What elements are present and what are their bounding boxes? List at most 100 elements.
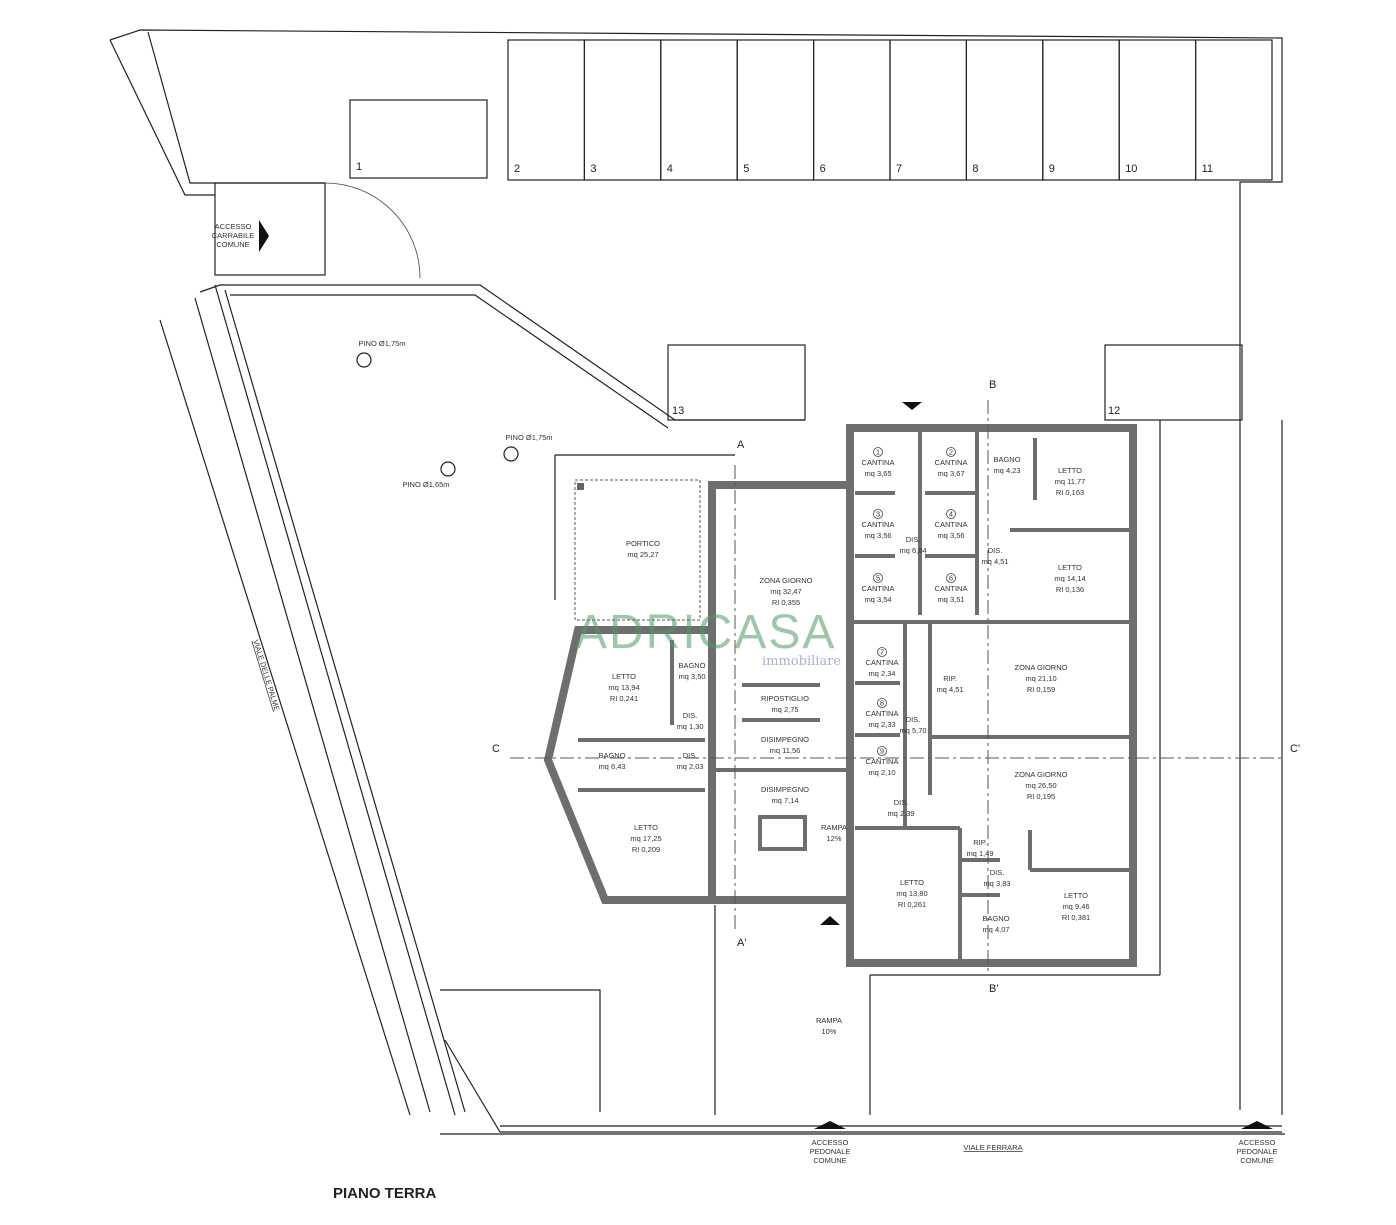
room-name: DIS. (683, 711, 698, 720)
cantina-number-badge (877, 698, 887, 708)
room-area: mq 6,84 (899, 546, 926, 555)
room-area: mq 11,56 (770, 746, 801, 755)
cantina-number: 4 (949, 510, 953, 519)
room-label: DIS.mq 1,30 (676, 711, 703, 731)
room-label: RIPOSTIGLIO mq 2,75 (761, 694, 809, 714)
room-name: BAGNO (598, 751, 625, 760)
arrow-down-icon (902, 402, 922, 410)
room-area: mq 3,50 (678, 672, 705, 681)
parking-number: 3 (590, 163, 596, 175)
room-area: mq 21,10 (1025, 674, 1056, 683)
room-label: DIS. mq 6,84 (899, 535, 926, 555)
room-area: mq 5,70 (899, 726, 926, 735)
room-area: mq 3,51 (937, 595, 964, 604)
tree-icon (356, 352, 372, 368)
room-name: LETTO (634, 823, 658, 832)
parking-spot (1194, 39, 1273, 181)
room-name: DISIMPEGNO (761, 785, 809, 794)
room-area: mq 2,10 (868, 768, 895, 777)
trees: PINO Ø1,75m PINO Ø1,75m PINO Ø1,65m (356, 339, 553, 489)
room-name: CANTINA (862, 458, 895, 467)
tree-icon (440, 461, 456, 477)
gate-swing (324, 182, 421, 279)
room-area: mq 3,65 (864, 469, 891, 478)
parking-spot (583, 39, 662, 181)
parking-spot-13 (667, 344, 806, 421)
room-name: LETTO (612, 672, 636, 681)
room-ri: RI 0,241 (610, 694, 638, 703)
room-name: BAGNO (993, 455, 1020, 464)
cantina-number: 3 (876, 510, 880, 519)
room-area: mq 2,75 (771, 705, 798, 714)
room-name: CANTINA (935, 458, 968, 467)
room-area: mq 14,14 (1054, 574, 1085, 583)
room-ri: RI 0,209 (632, 845, 660, 854)
room-area: mq 4,07 (982, 925, 1009, 934)
room-label: BAGNO mq 4,23 (993, 455, 1020, 475)
room-ri: RI 0,195 (1027, 792, 1055, 801)
room-name: BAGNO (982, 914, 1009, 923)
section-label: A' (737, 937, 746, 949)
arrow-up-icon (820, 916, 840, 925)
room-area: mq 17,25 (630, 834, 661, 843)
room-label: DIS.mq 3,83 (983, 868, 1010, 888)
room-area: mq 32,47 (770, 587, 801, 596)
room-ri: RI 0,159 (1027, 685, 1055, 694)
room-name: RIPOSTIGLIO (761, 694, 809, 703)
parking-number: 7 (896, 163, 902, 175)
tree-label: PINO Ø1,75m (358, 339, 405, 348)
room-area: mq 7,14 (771, 796, 798, 805)
parking-number: 11 (1202, 163, 1213, 175)
cantina-number: 9 (880, 747, 884, 756)
room-area: mq 26,50 (1025, 781, 1056, 790)
room-area: mq 9,46 (1062, 902, 1089, 911)
label-line: PEDONALE (1237, 1147, 1278, 1156)
cantina-number: 1 (876, 448, 880, 457)
parking-spot (1118, 39, 1197, 181)
section-label: C' (1290, 743, 1300, 755)
room-area: mq 2,33 (868, 720, 895, 729)
cantina-number: 5 (876, 574, 880, 583)
room-name: ZONA GIORNO (760, 576, 813, 585)
parking-number: 6 (820, 163, 826, 175)
cantina-number: 7 (880, 648, 884, 657)
room-label: RIP.mq 1,49 (966, 838, 993, 858)
cantina-number-badge (873, 447, 883, 457)
label-line: CARRABILE (212, 231, 255, 240)
parking-spot (965, 39, 1044, 181)
room-label: ZONA GIORNO mq 32,47 RI 0,355 (760, 576, 813, 607)
room-ri: RI 0,355 (772, 598, 800, 607)
room-area: mq 2,39 (887, 809, 914, 818)
room-ri: RI 0,381 (1062, 913, 1090, 922)
street-name: VIALE DELLE PALME (251, 639, 281, 712)
room-area: mq 4,23 (993, 466, 1020, 475)
parking-spot (507, 39, 586, 181)
room-area: mq 2,34 (868, 669, 895, 678)
room-name: CANTINA (866, 658, 899, 667)
arrow-up-icon (814, 1121, 846, 1129)
room-area: mq 3,56 (937, 531, 964, 540)
cantina-number: 8 (880, 699, 884, 708)
room-name: DIS. (906, 535, 921, 544)
portico-outline (574, 479, 701, 621)
label-line: COMUNE (1240, 1156, 1273, 1165)
parking-number: 2 (514, 163, 520, 175)
cantina-number-badge (877, 746, 887, 756)
label-line: ACCESSO (215, 222, 252, 231)
room-name: PORTICO (626, 539, 660, 548)
room-ri: RI 0,136 (1056, 585, 1084, 594)
room-label: BAGNO mq 4,07 (982, 914, 1009, 934)
room-area: mq 1,49 (966, 849, 993, 858)
room-area: mq 13,80 (896, 889, 927, 898)
section-label: B (989, 379, 996, 391)
room-name: BAGNO (678, 661, 705, 670)
